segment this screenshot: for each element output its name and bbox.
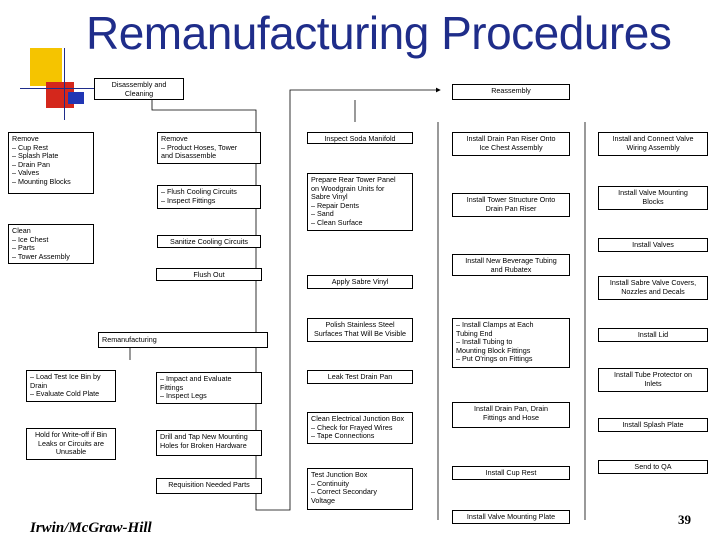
box-install-tower: Install Tower Structure Onto Drain Pan R… — [452, 193, 570, 217]
box-install-cup-rest: Install Cup Rest — [452, 466, 570, 480]
box-reassembly: Reassembly — [452, 84, 570, 100]
decor-horizontal-line — [20, 88, 98, 89]
box-drill-tap: Drill and Tap New Mounting Holes for Bro… — [156, 430, 262, 456]
box-install-valves: Install Valves — [598, 238, 708, 252]
box-load-test: – Load Test Ice Bin by Drain – Evaluate … — [26, 370, 116, 402]
box-impact-evaluate: – Impact and Evaluate Fittings – Inspect… — [156, 372, 262, 404]
box-clean-electrical: Clean Electrical Junction Box – Check fo… — [307, 412, 413, 444]
box-inspect-soda: Inspect Soda Manifold — [307, 132, 413, 144]
box-prepare-rear: Prepare Rear Tower Panel on Woodgrain Un… — [307, 173, 413, 231]
box-install-splash: Install Splash Plate — [598, 418, 708, 432]
decor-blue-square — [68, 92, 84, 104]
box-disassembly: Disassembly and Cleaning — [94, 78, 184, 100]
connector-disassembly-to-top — [151, 87, 441, 511]
box-install-drain-riser: Install Drain Pan Riser Onto Ice Chest A… — [452, 132, 570, 156]
box-leak-test: Leak Test Drain Pan — [307, 370, 413, 384]
box-remanufacturing: Remanufacturing — [98, 332, 268, 348]
box-polish: Polish Stainless Steel Surfaces That Wil… — [307, 318, 413, 342]
box-install-connect-valve: Install and Connect Valve Wiring Assembl… — [598, 132, 708, 156]
box-install-lid: Install Lid — [598, 328, 708, 342]
page-title: Remanufacturing Procedures — [86, 7, 672, 59]
box-install-valve-covers: Install Sabre Valve Covers, Nozzles and … — [598, 276, 708, 300]
box-hold-write-off: Hold for Write-off if Bin Leaks or Circu… — [26, 428, 116, 460]
box-sanitize: Sanitize Cooling Circuits — [157, 235, 261, 248]
box-remove-parts: Remove – Cup Rest – Splash Plate – Drain… — [8, 132, 94, 194]
decor-yellow-square — [30, 48, 62, 86]
box-remove-hoses: Remove – Product Hoses, Tower and Disass… — [157, 132, 261, 164]
decor-vertical-line — [64, 48, 65, 120]
box-clean: Clean – Ice Chest – Parts – Tower Assemb… — [8, 224, 94, 264]
box-flush-cooling: – Flush Cooling Circuits – Inspect Fitti… — [157, 185, 261, 209]
box-flush-out: Flush Out — [156, 268, 262, 281]
page-number: 39 — [678, 512, 691, 527]
box-apply-sabre: Apply Sabre Vinyl — [307, 275, 413, 289]
box-install-beverage-tubing: Install New Beverage Tubing and Rubatex — [452, 254, 570, 276]
box-install-valve-blocks: Install Valve Mounting Blocks — [598, 186, 708, 210]
box-install-clamps: – Install Clamps at Each Tubing End – In… — [452, 318, 570, 368]
box-install-drain-fittings: Install Drain Pan, Drain Fittings and Ho… — [452, 402, 570, 428]
box-install-tube-protector: Install Tube Protector on Inlets — [598, 368, 708, 392]
publisher-label: Irwin/McGraw-Hill — [30, 520, 152, 536]
box-requisition: Requisition Needed Parts — [156, 478, 262, 494]
box-test-junction: Test Junction Box – Continuity – Correct… — [307, 468, 413, 510]
box-install-valve-plate: Install Valve Mounting Plate — [452, 510, 570, 524]
box-send-qa: Send to QA — [598, 460, 708, 474]
